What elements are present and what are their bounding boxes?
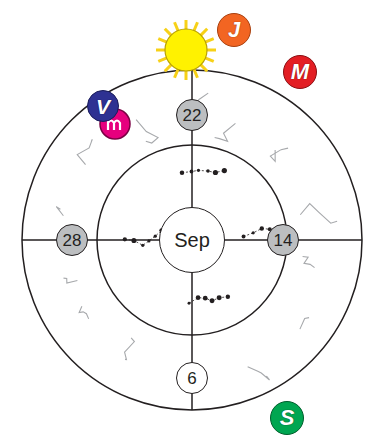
sun-symbol xyxy=(156,20,216,80)
planet-letter: S xyxy=(280,407,295,429)
planet-badge: S xyxy=(270,401,304,435)
star xyxy=(197,169,200,172)
star xyxy=(252,231,255,234)
planet-badge: J xyxy=(217,13,251,47)
star xyxy=(141,244,144,247)
constellation-line xyxy=(136,120,158,143)
star xyxy=(203,296,208,301)
chart-label: 22 xyxy=(183,107,202,124)
star xyxy=(260,226,264,230)
star xyxy=(226,295,230,299)
day-number: 14 xyxy=(267,224,299,256)
day-number: 28 xyxy=(56,224,88,256)
constellation-line xyxy=(77,139,92,164)
day-number: 6 xyxy=(176,362,208,394)
constellation-line xyxy=(56,207,63,216)
planet-letter: V xyxy=(96,96,110,117)
outer-circle xyxy=(22,70,362,410)
month-center: Sep xyxy=(159,207,225,273)
star xyxy=(180,170,185,175)
sun-disc xyxy=(165,29,207,71)
star xyxy=(196,295,201,300)
star-figures xyxy=(123,168,289,305)
planet-badge: V xyxy=(87,90,119,122)
day-number: 22 xyxy=(176,99,208,131)
star xyxy=(188,302,191,305)
star xyxy=(213,170,218,175)
star-line xyxy=(125,230,162,245)
constellation-line xyxy=(64,278,78,283)
star xyxy=(222,168,227,173)
planet-letter: M xyxy=(291,61,309,83)
chart-label: 6 xyxy=(187,370,196,387)
star xyxy=(154,235,157,238)
chart-label: Sep xyxy=(174,230,210,250)
constellation-line xyxy=(300,318,309,329)
constellation-line xyxy=(125,338,135,360)
constellation-line xyxy=(248,367,270,380)
star-line xyxy=(182,170,224,172)
constellation-line xyxy=(300,204,337,224)
constellation-line xyxy=(303,256,315,267)
star xyxy=(206,169,210,173)
constellations xyxy=(56,93,337,380)
star xyxy=(242,235,246,239)
star xyxy=(217,295,222,300)
chart-label: 14 xyxy=(274,232,293,249)
star xyxy=(210,298,215,303)
constellation-line xyxy=(215,123,236,141)
constellation-line xyxy=(79,306,89,319)
planet-letter: J xyxy=(228,19,240,41)
chart-rings xyxy=(22,70,362,410)
constellation-line xyxy=(270,148,288,161)
chart-label: 28 xyxy=(63,232,82,249)
planet-badge: M xyxy=(283,55,317,89)
star-line xyxy=(189,297,228,304)
